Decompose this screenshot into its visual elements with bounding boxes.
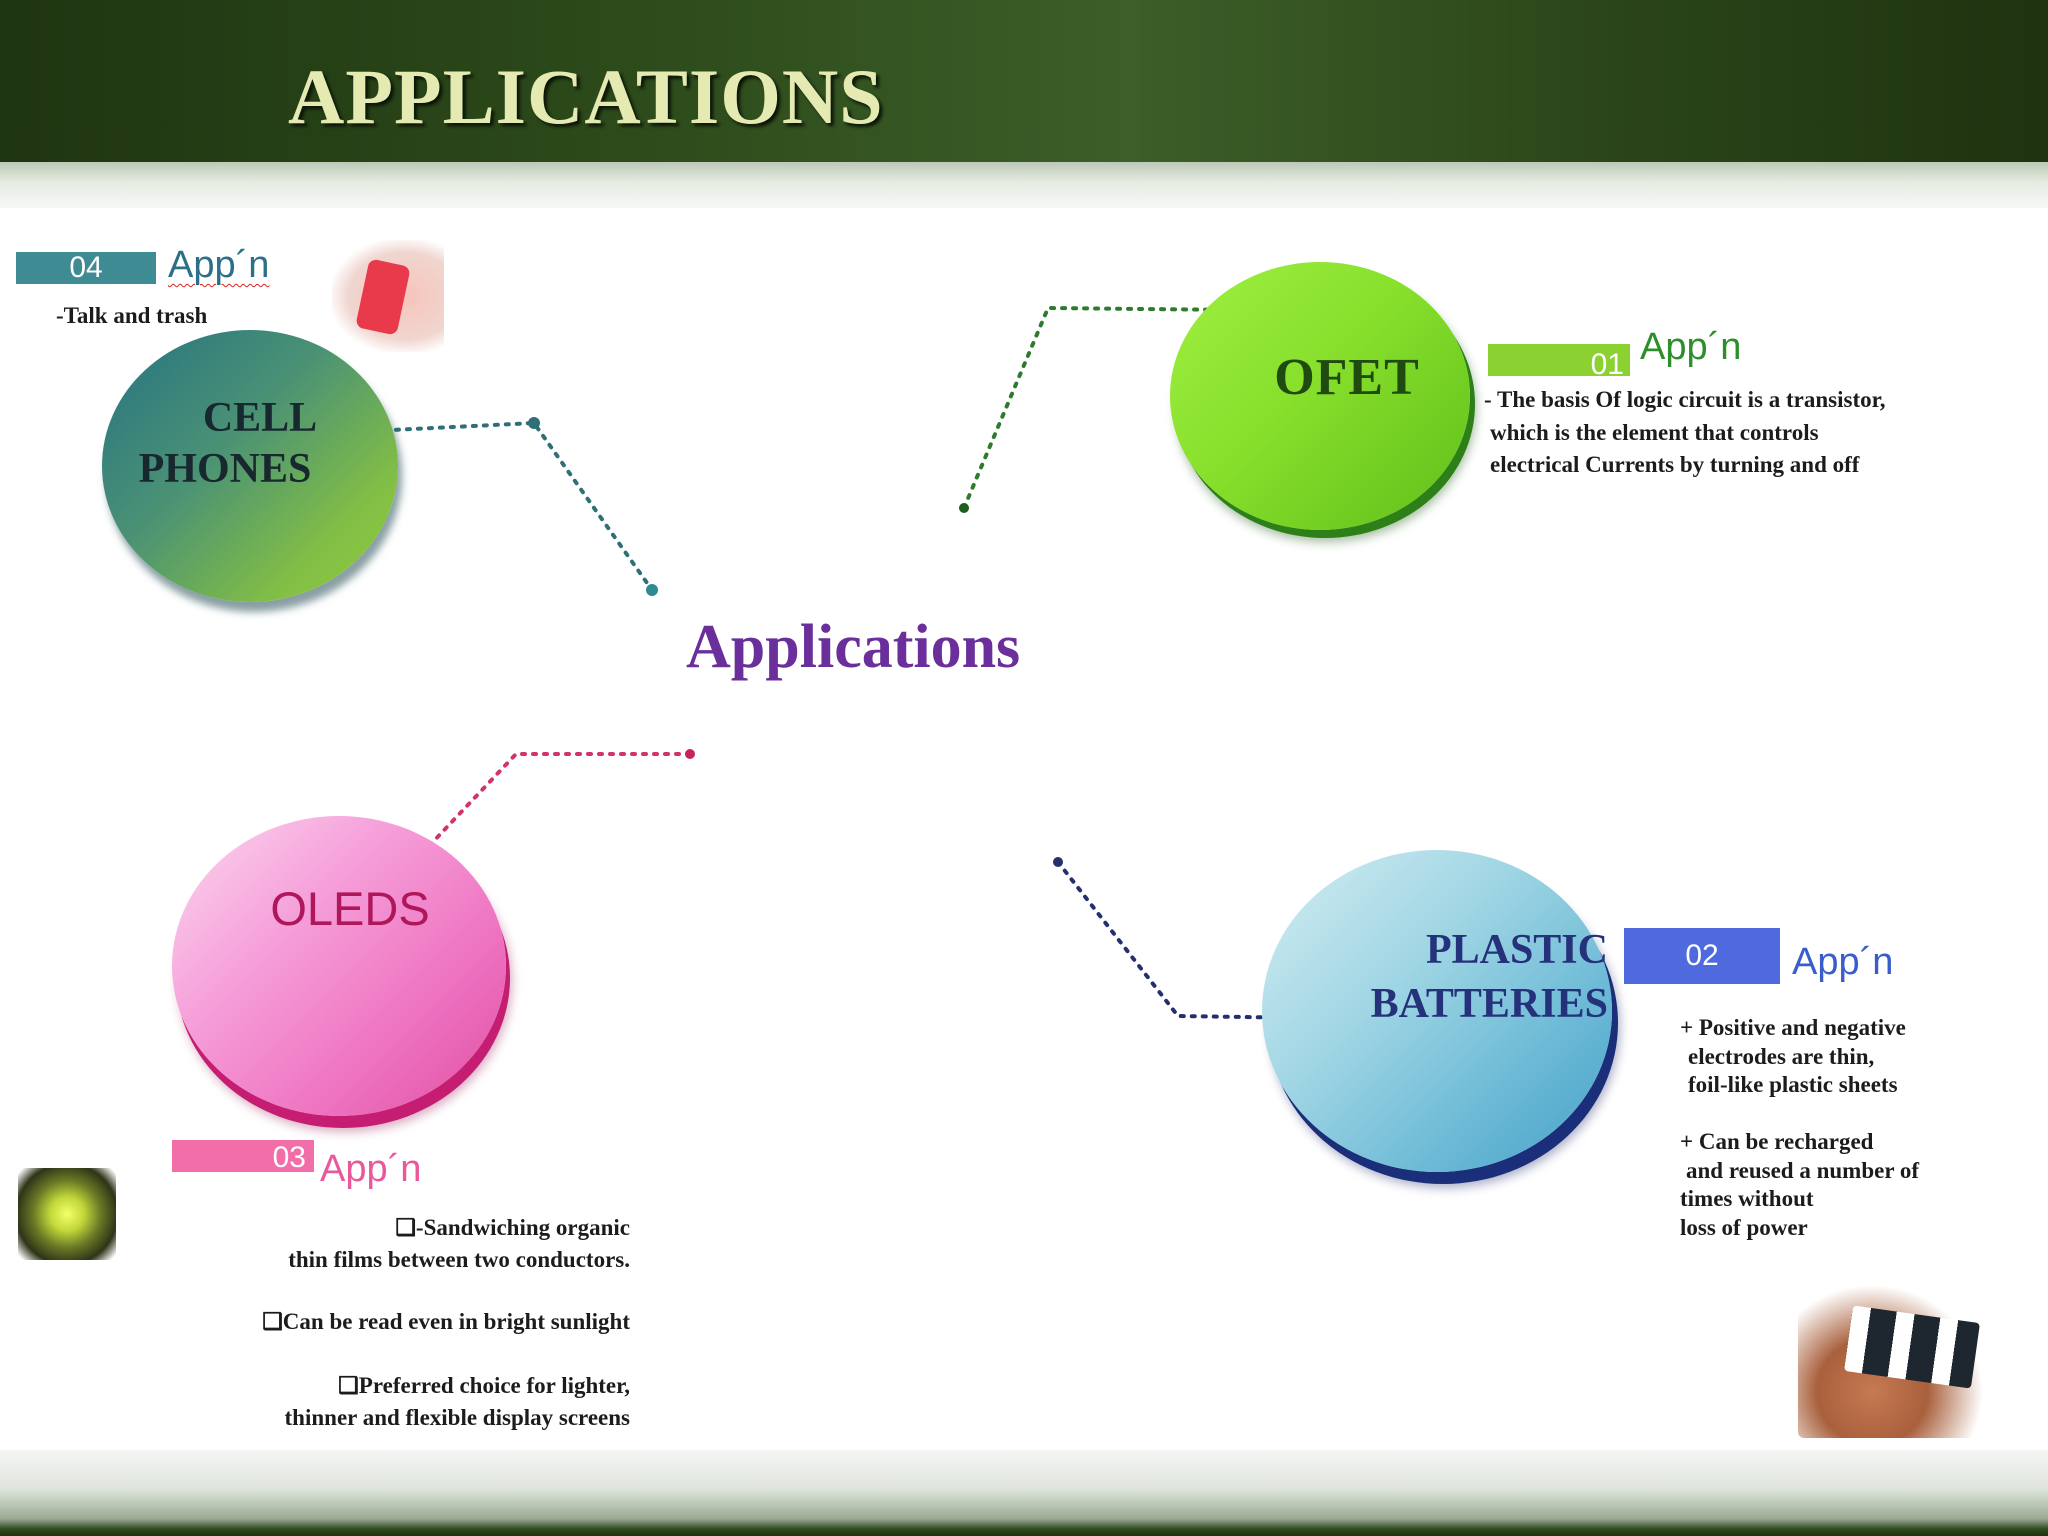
cell-phones-tag-label: App´n <box>168 244 270 286</box>
center-title: Applications <box>686 613 1021 681</box>
oleds-tag-number: 03 <box>172 1140 314 1174</box>
ofet-tag-number: 01 <box>1488 344 1630 381</box>
cell-phones-circle <box>102 330 398 602</box>
ofet-circle <box>1170 262 1470 530</box>
batteries-tag-number: 02 <box>1624 928 1780 984</box>
batteries-desc2-line1: + Can be recharged <box>1680 1129 1874 1154</box>
cell-phones-connector-dot <box>528 417 540 429</box>
ofet-desc-line2: which is the element that controls <box>1490 419 1819 445</box>
batteries-connector-dot <box>1053 857 1063 867</box>
oleds-desc3-line2: thinner and flexible display screens <box>284 1405 630 1431</box>
oleds-desc1-line1: ❑-Sandwiching organic <box>395 1215 630 1240</box>
batteries-desc2-line2: and reused a number of <box>1686 1157 1920 1183</box>
ofet-tag-label: App´n <box>1640 326 1742 368</box>
batteries-description-2: + Can be recharged and reused a number o… <box>1680 1128 1919 1242</box>
oleds-connector <box>412 752 692 864</box>
oleds-label: OLEDS <box>270 882 430 935</box>
ofet-description: - The basis Of logic circuit is a transi… <box>1484 384 1885 482</box>
oleds-desc3-line1: ❑Preferred choice for lighter, <box>338 1373 630 1398</box>
batteries-desc2-line4: loss of power <box>1680 1214 1808 1240</box>
batteries-description-1: + Positive and negative electrodes are t… <box>1680 1014 1906 1100</box>
batteries-desc1-line1: + Positive and negative <box>1680 1015 1906 1040</box>
slide-header-bar <box>0 0 2048 170</box>
cell-phones-description: -Talk and trash <box>56 303 208 328</box>
batteries-desc2-line3: times without <box>1680 1186 1814 1212</box>
ofet-desc-line3: electrical Currents by turning and off <box>1490 452 1860 478</box>
oleds-description-2: ❑Can be read even in bright sunlight <box>262 1309 630 1334</box>
plastic-batteries-label-line2: BATTERIES <box>1370 980 1608 1027</box>
oleds-desc1-line2: thin films between two conductors. <box>288 1247 630 1273</box>
ofet-desc-line1: - The basis Of logic circuit is a transi… <box>1484 387 1886 412</box>
oleds-circle <box>172 816 506 1116</box>
plastic-batteries-label: PLASTIC BATTERIES <box>1318 924 1608 1032</box>
plastic-batteries-label-line1: PLASTIC <box>1425 927 1608 973</box>
ofet-connector <box>962 305 1242 510</box>
oleds-description-3: ❑Preferred choice for lighter, thinner a… <box>130 1370 630 1434</box>
ofet-label: OFET <box>1274 349 1420 406</box>
cell-phones-label-line1: CELL <box>202 395 318 441</box>
ofet-connector-end-dot <box>959 503 969 513</box>
batteries-desc1-line2: electrodes are thin, <box>1688 1043 1875 1069</box>
oleds-description-1: ❑-Sandwiching organic thin films between… <box>150 1212 630 1276</box>
batteries-connector <box>1056 860 1310 1020</box>
header-stripe <box>0 162 2048 208</box>
oleds-tag-label: App´n <box>320 1148 422 1190</box>
batteries-tag-label: App´n <box>1792 941 1894 983</box>
slide-footer-bar <box>0 1450 2048 1536</box>
cell-phones-tag-number: 04 <box>16 252 156 284</box>
oled-chip-picture <box>18 1168 116 1260</box>
oleds-connector-dot <box>685 749 695 759</box>
cell-phones-connector <box>350 420 654 592</box>
cell-phones-connector-end-dot <box>646 584 658 596</box>
batteries-desc1-line3: foil-like plastic sheets <box>1688 1072 1898 1098</box>
cell-phones-label-line2: PHONES <box>138 446 312 493</box>
plastic-batteries-circle <box>1262 850 1612 1172</box>
slide-title: APPLICATIONS <box>288 53 884 140</box>
cell-phones-label: CELL PHONES <box>110 393 410 495</box>
